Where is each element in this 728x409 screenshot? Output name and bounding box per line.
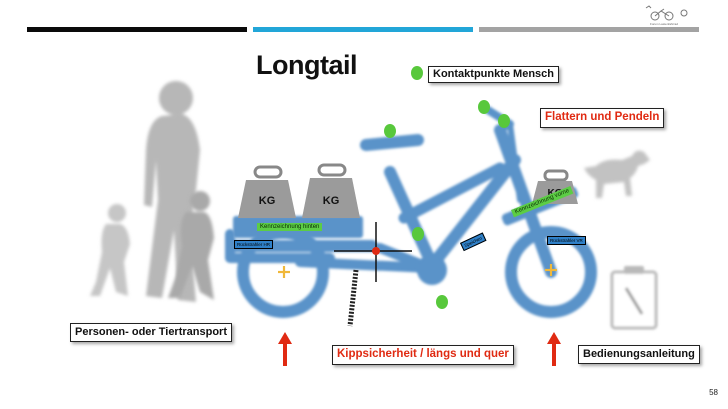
weight-1-label: KG bbox=[259, 195, 276, 207]
arrow-rear bbox=[278, 332, 292, 366]
flattern-label: Flattern und Pendeln bbox=[540, 108, 665, 128]
kennzeichnung-hinten-label: Kennzeichnung hinten bbox=[257, 223, 323, 231]
dog-silhouette bbox=[584, 150, 650, 198]
contact-frame bbox=[412, 227, 424, 241]
rear-hub-marker bbox=[278, 266, 290, 278]
contact-saddle bbox=[384, 124, 396, 138]
rueckstrahler-hinten-label: Rückstrahler HR bbox=[234, 240, 274, 249]
legend-contact-label: Kontaktpunkte Mensch bbox=[428, 66, 560, 83]
child-silhouette-1 bbox=[90, 204, 130, 296]
adult-silhouette bbox=[144, 81, 200, 302]
front-hub-marker bbox=[545, 264, 557, 276]
legend-contact-dot bbox=[411, 66, 423, 80]
saddle bbox=[360, 134, 424, 151]
arrow-front bbox=[547, 332, 561, 366]
transport-label: Personen- oder Tiertransport bbox=[70, 323, 232, 342]
crank bbox=[417, 255, 447, 285]
manual-clipboard-icon bbox=[610, 266, 658, 330]
down-tube bbox=[424, 154, 521, 274]
title-bar-black bbox=[27, 27, 247, 32]
center-of-gravity-dot bbox=[372, 247, 380, 255]
bedienungsanleitung-label: Bedienungsanleitung bbox=[578, 345, 700, 364]
child-silhouette-2 bbox=[168, 191, 214, 300]
logo-text: Forum Lastenfahrrad bbox=[650, 22, 679, 26]
pedal-arm bbox=[347, 269, 359, 327]
page-number: 58 bbox=[709, 388, 718, 397]
contact-handlebar-2 bbox=[498, 114, 510, 128]
title-bar-gray bbox=[479, 27, 699, 32]
weight-1 bbox=[238, 165, 296, 218]
fork bbox=[494, 124, 557, 278]
weight-2-label: KG bbox=[323, 195, 340, 207]
contact-pedal bbox=[436, 295, 448, 309]
front-wheel bbox=[505, 226, 597, 318]
title-bar-blue bbox=[253, 27, 473, 32]
weight-2 bbox=[302, 163, 360, 218]
chain-stay bbox=[295, 257, 435, 273]
contact-handlebar-1 bbox=[478, 100, 490, 114]
page-title: Longtail bbox=[256, 50, 357, 80]
contact-points bbox=[384, 66, 510, 309]
kippsicherheit-label: Kippsicherheit / längs und quer bbox=[332, 345, 514, 365]
rueckstrahler-vorne-label: Rückstrahler VR bbox=[547, 236, 586, 245]
